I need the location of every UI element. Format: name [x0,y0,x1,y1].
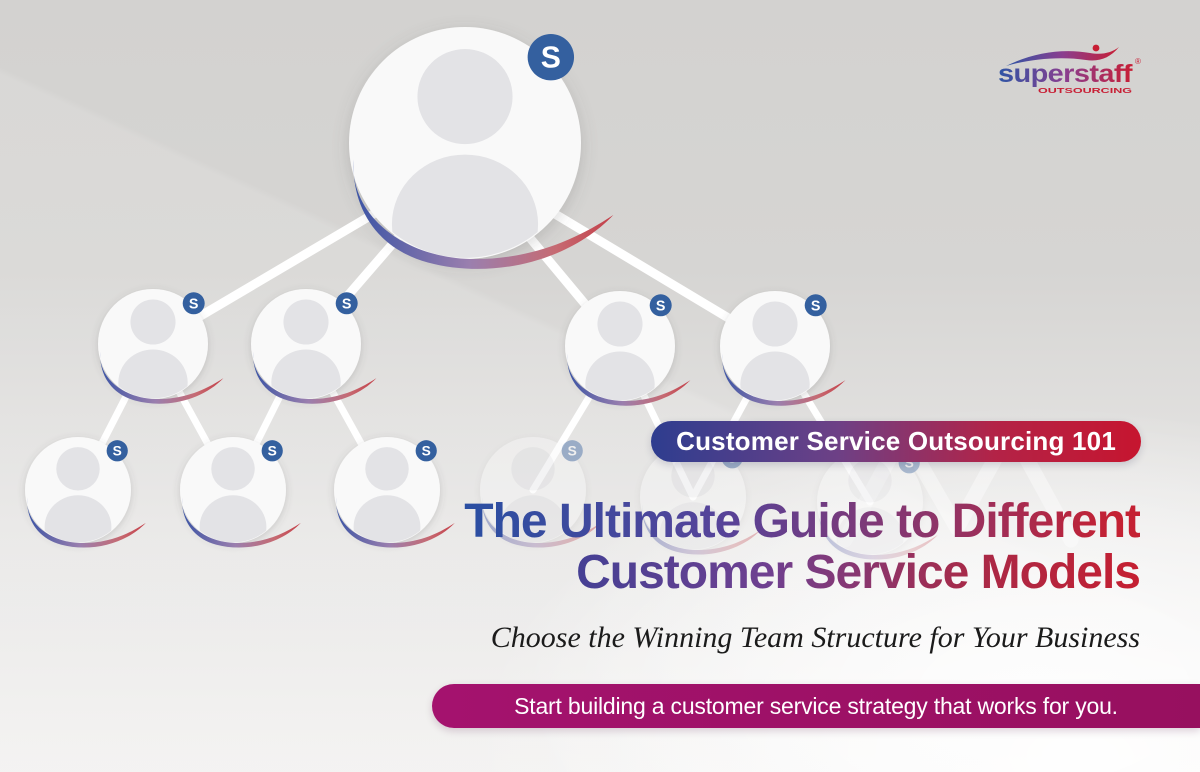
main-title-line2: Customer Service Models [464,547,1141,598]
avatar-agent-2 [180,437,301,559]
main-title: The Ultimate Guide to Different Customer… [464,495,1141,598]
logo-wordmark: superstaff [998,60,1133,88]
topic-badge: Customer Service Outsourcing 101 [651,421,1141,462]
cta-banner[interactable]: Start building a customer service strate… [432,684,1200,728]
avatar-manager-1 [98,289,223,416]
avatar-manager-2 [251,289,376,416]
superstaff-logo: superstaff ® OUTSOURCING [996,42,1146,98]
avatar-agent-1 [25,437,146,559]
logo-tagline: OUTSOURCING [1038,86,1132,95]
avatar-agent-3 [334,437,455,559]
logo-dot-icon [1092,44,1100,52]
subtitle: Choose the Winning Team Structure for Yo… [490,621,1140,654]
avatar-manager-4 [720,291,845,418]
avatar-manager-3 [565,291,690,418]
logo-swoosh-icon [1006,47,1119,66]
logo-registered-mark: ® [1135,57,1141,66]
main-title-line1: The Ultimate Guide to Different [464,495,1141,548]
